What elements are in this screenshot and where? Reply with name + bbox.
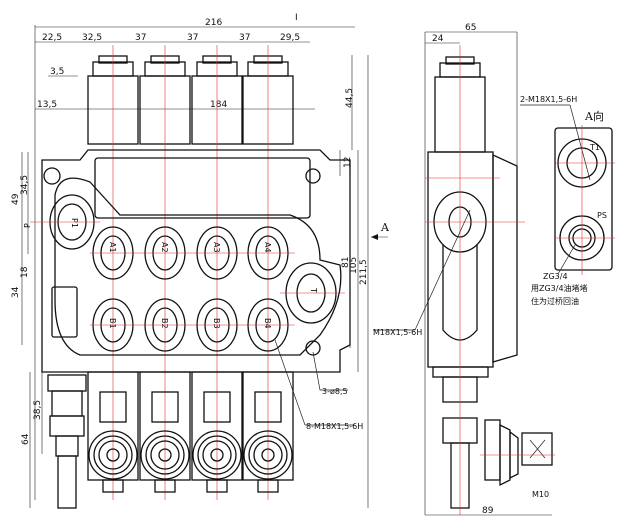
a-view-plug-label: ZG3/4 — [543, 272, 568, 281]
dim-34-5: 34,5 — [20, 175, 30, 195]
valve-body-outline — [41, 149, 351, 373]
dim-89: 89 — [482, 506, 494, 516]
port-label-a1: A1 — [108, 242, 117, 253]
dim-81: 81 — [341, 257, 351, 268]
side-plug — [51, 286, 78, 338]
spool-caps — [87, 45, 294, 500]
port-label-b2: B2 — [160, 318, 169, 329]
dim-184: 184 — [210, 100, 227, 110]
dim-34: 34 — [11, 286, 21, 298]
port-label-a2: A2 — [160, 242, 169, 253]
dim-18: 18 — [20, 266, 30, 278]
dim-211-5: 211,5 — [359, 259, 369, 285]
port-label-b4: B4 — [263, 318, 272, 329]
body-top-recess — [94, 157, 311, 219]
view-arrow-label: A — [380, 221, 390, 234]
dim-3-5: 3,5 — [50, 67, 64, 77]
dim-105: 105 — [349, 257, 359, 274]
relief-valve — [47, 374, 87, 509]
port-label-a4: A4 — [263, 242, 272, 253]
callout-threads: 8-M18X1,5-6H — [306, 422, 363, 431]
dim-22-5: 22,5 — [42, 33, 62, 43]
port-label-t: T — [309, 287, 318, 293]
dim-24: 24 — [432, 34, 444, 44]
a-view-note-1: 用ZG3/4油堵堵 — [531, 283, 588, 293]
dim-m10: M10 — [532, 490, 549, 499]
side-view-body — [425, 45, 525, 515]
a-view-plate — [554, 127, 613, 271]
a-view-label-ps: PS — [597, 211, 607, 220]
mount-hole-right-bottom — [305, 340, 321, 356]
dim-216: 216 — [205, 18, 222, 28]
dim-13-5: 13,5 — [37, 100, 57, 110]
dim-49: 49 — [11, 193, 21, 205]
side-view-handle — [480, 419, 555, 487]
callout-side-thread: M18X1,5-6H — [373, 328, 422, 337]
dim-37-c: 37 — [239, 33, 250, 43]
port-label-p1: P1 — [70, 218, 79, 228]
spool-ends — [87, 371, 294, 493]
port-label-b3: B3 — [212, 318, 221, 329]
dim-38-5: 38,5 — [33, 400, 43, 420]
dim-12: 12 — [343, 157, 353, 168]
a-view-label-t1: T1 — [589, 143, 600, 152]
port-label-a3: A3 — [212, 242, 221, 253]
dim-44-5: 44,5 — [345, 88, 355, 108]
mount-hole-right-top — [305, 168, 321, 184]
dim-37-b: 37 — [187, 33, 198, 43]
a-view-title: A向 — [584, 109, 604, 123]
dim-37-a: 37 — [135, 33, 146, 43]
callout-holes: 3-ø8,5 — [322, 387, 348, 396]
dim-65: 65 — [465, 23, 476, 33]
mount-hole-left — [43, 167, 61, 185]
dim-29-5: 29,5 — [280, 33, 300, 43]
dim-p: P — [23, 223, 32, 228]
dim-32-5: 32,5 — [82, 33, 102, 43]
dim-64: 64 — [21, 433, 31, 445]
body-port-face — [54, 177, 342, 356]
a-view-callout: 2-M18X1,5-6H — [520, 95, 577, 104]
port-label-b1: B1 — [108, 318, 117, 329]
a-view-note-2: 住为过桥回油 — [531, 296, 579, 306]
section-mark: I — [295, 13, 298, 23]
